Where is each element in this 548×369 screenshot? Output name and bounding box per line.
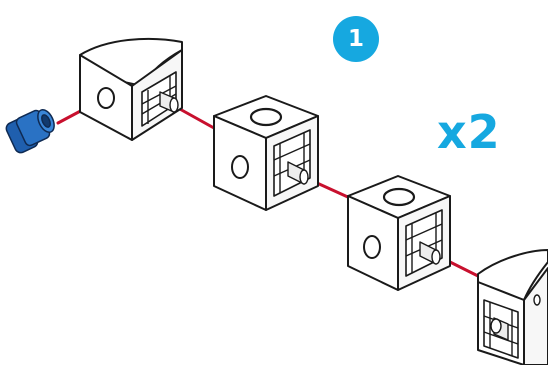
step-number-badge: 1: [333, 16, 379, 62]
cube-block-icon: [347, 175, 451, 291]
step-number: 1: [347, 26, 364, 52]
cube-block-icon: [213, 95, 319, 211]
peg-icon: [5, 108, 55, 154]
quarter-round-block-icon: [477, 249, 548, 366]
connector-line: [176, 106, 216, 130]
quarter-round-block-icon: [79, 37, 183, 141]
quantity-label: x2: [437, 105, 501, 159]
